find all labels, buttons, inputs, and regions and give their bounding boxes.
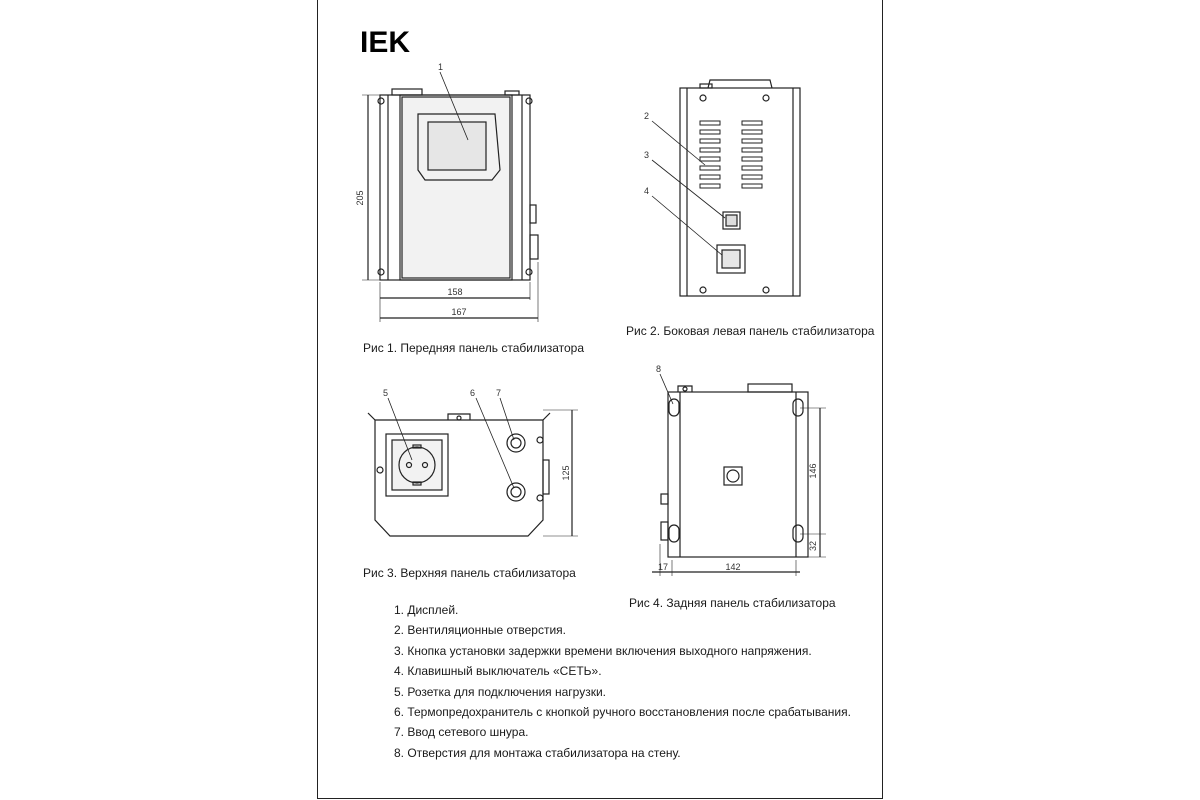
dim-fig4-left-offset: 17 xyxy=(658,562,668,572)
legend-item: 5. Розетка для подключения нагрузки. xyxy=(394,684,606,699)
iek-logo: IEK xyxy=(360,26,410,59)
legend-item: 8. Отверстия для монтажа стабилизатора н… xyxy=(394,745,681,760)
dim-fig4-width: 142 xyxy=(725,562,740,572)
dim-fig1-height: 205 xyxy=(355,190,365,205)
callout-4: 4 xyxy=(644,186,649,196)
callout-7: 7 xyxy=(496,388,501,398)
legend-item: 6. Термопредохранитель с кнопкой ручного… xyxy=(394,705,851,720)
legend-item: 3. Кнопка установки задержки времени вкл… xyxy=(394,643,812,658)
legend-item: 7. Ввод сетевого шнура. xyxy=(394,725,529,740)
caption-fig1: Рис 1. Передняя панель стабилизатора xyxy=(363,341,584,355)
figure-2-side-panel xyxy=(651,79,801,297)
document-sheet xyxy=(317,0,883,799)
callout-6: 6 xyxy=(470,388,475,398)
figure-4-back-panel xyxy=(652,373,826,576)
figure-1-front-panel xyxy=(362,71,539,322)
dim-fig1-total-width: 167 xyxy=(451,307,466,317)
legend-item: 2. Вентиляционные отверстия. xyxy=(394,623,567,638)
caption-fig4: Рис 4. Задняя панель стабилизатора xyxy=(629,596,836,610)
parts-legend: 1. Дисплей. 2. Вентиляционные отверстия.… xyxy=(394,600,851,763)
callout-8: 8 xyxy=(656,364,661,374)
legend-item: 4. Клавишный выключатель «СЕТЬ». xyxy=(394,664,602,679)
dim-fig1-body-width: 158 xyxy=(447,287,462,297)
figure-3-top-panel xyxy=(367,397,578,537)
callout-5: 5 xyxy=(383,388,388,398)
dim-fig4-hole-bottom: 32 xyxy=(808,541,818,551)
dim-fig4-hole-spacing: 146 xyxy=(808,463,818,478)
legend-item: 1. Дисплей. xyxy=(394,603,459,617)
callout-3: 3 xyxy=(644,150,649,160)
caption-fig3: Рис 3. Верхняя панель стабилизатора xyxy=(363,566,576,580)
dim-fig3-height: 125 xyxy=(561,465,571,480)
callout-1: 1 xyxy=(438,62,443,72)
ventilation-slots xyxy=(699,120,763,189)
callout-2: 2 xyxy=(644,111,649,121)
caption-fig2: Рис 2. Боковая левая панель стабилизатор… xyxy=(626,324,875,338)
